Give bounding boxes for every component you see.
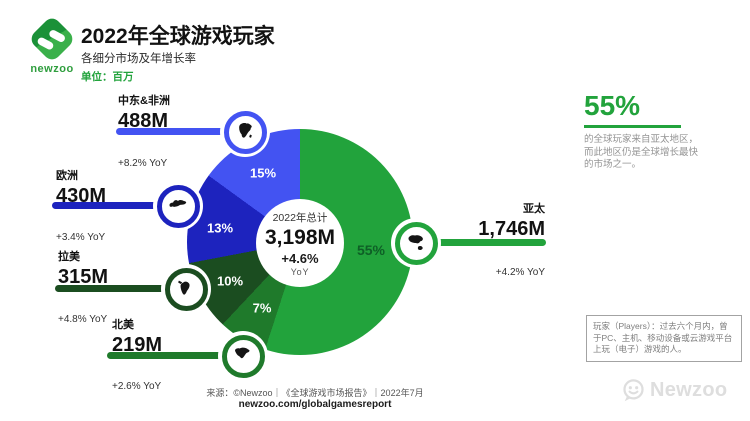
- callout-ap: 亚太 1,746M +4.2% YoY: [445, 200, 545, 278]
- badge-mea: [220, 107, 270, 157]
- region-name: 欧洲: [56, 170, 78, 182]
- slice-label-na: 7%: [252, 300, 272, 316]
- total-label: 2022年总计: [272, 211, 328, 224]
- highlight-stat: 55%: [584, 90, 641, 121]
- region-value: 219M: [112, 334, 163, 356]
- badge-ring-mea: [223, 110, 267, 154]
- slice-label-europe: 13%: [206, 220, 234, 236]
- badge-ring-ap: [394, 221, 438, 265]
- callout-europe: 欧洲 430M +3.4% YoY: [56, 167, 106, 243]
- region-yoy: +4.8% YoY: [58, 314, 108, 325]
- connector-line-na: [107, 352, 243, 359]
- newzoo-watermark: Newzoo: [620, 377, 727, 404]
- total-yoy-suffix: YoY: [290, 266, 310, 277]
- newzoo-logo: newzoo: [27, 14, 77, 75]
- players-definition-note: 玩家（Players）：过去六个月内，曾于PC、主机、移动设备或云游戏平台上玩（…: [586, 315, 742, 362]
- connector-line-mea: [116, 128, 245, 135]
- highlight-description: 的全球玩家来自亚太地区，而此地区仍是全球增长最快的市场之一。: [584, 134, 699, 170]
- middle-east-africa-map-icon: [239, 123, 252, 138]
- connector-line-latam: [55, 285, 186, 292]
- callout-latam: 拉美 315M +4.8% YoY: [58, 248, 108, 325]
- badge-ap: [391, 218, 441, 268]
- region-name: 北美: [112, 319, 134, 331]
- page-subtitle: 各细分市场及年增长率: [81, 53, 196, 65]
- page-title: 2022年全球游戏玩家: [81, 25, 275, 48]
- badge-ring-na: [221, 334, 265, 378]
- north-america-map-icon: [235, 347, 250, 359]
- south-america-map-icon: [178, 280, 190, 295]
- badge-ring-latam: [164, 267, 208, 311]
- connector-line-ap: [416, 239, 546, 246]
- badge-europe: [153, 181, 203, 231]
- callout-na: 北美 219M +2.6% YoY: [112, 316, 162, 392]
- slice-label-ap: 55%: [356, 242, 386, 258]
- europe-map-icon: [169, 200, 187, 207]
- region-name: 中东&非洲: [118, 95, 170, 107]
- region-yoy: +8.2% YoY: [118, 158, 168, 169]
- total-yoy: +4.6%: [281, 250, 319, 266]
- report-url[interactable]: newzoo.com/globalgamesreport: [238, 399, 392, 410]
- badge-na: [218, 331, 268, 381]
- region-name: 拉美: [58, 251, 80, 263]
- slice-label-mea: 15%: [249, 165, 277, 181]
- region-value: 315M: [58, 266, 109, 288]
- donut-center-total: 2022年总计 3,198M +4.6% YoY: [256, 199, 344, 287]
- region-value: 430M: [56, 185, 107, 207]
- slice-label-latam: 10%: [216, 273, 244, 289]
- callout-mea: 中东&非洲 488M +8.2% YoY: [118, 92, 170, 169]
- newzoo-face-icon: [623, 379, 644, 402]
- region-value: 1,746M: [478, 218, 545, 240]
- badge-latam: [161, 264, 211, 314]
- newzoo-logo-wordmark: newzoo: [30, 63, 74, 75]
- newzoo-logo-icon: [27, 14, 77, 64]
- newzoo-logo-glyph: [37, 30, 65, 50]
- total-value: 3,198M: [264, 225, 336, 249]
- watermark-text: Newzoo: [650, 379, 728, 401]
- region-yoy: +2.6% YoY: [112, 381, 162, 392]
- badge-ring-europe: [156, 184, 200, 228]
- asia-pacific-map-icon: [408, 235, 423, 250]
- region-yoy: +4.2% YoY: [495, 267, 545, 278]
- region-value: 488M: [118, 110, 169, 132]
- unit-label: 单位：百万: [81, 71, 134, 83]
- source-line: 来源：©Newzoo｜《全球游戏市场报告》｜2022年7月: [206, 388, 424, 398]
- connector-line-europe: [52, 202, 178, 209]
- region-yoy: +3.4% YoY: [56, 232, 106, 243]
- region-name: 亚太: [523, 203, 545, 215]
- highlight-underline: [584, 125, 681, 128]
